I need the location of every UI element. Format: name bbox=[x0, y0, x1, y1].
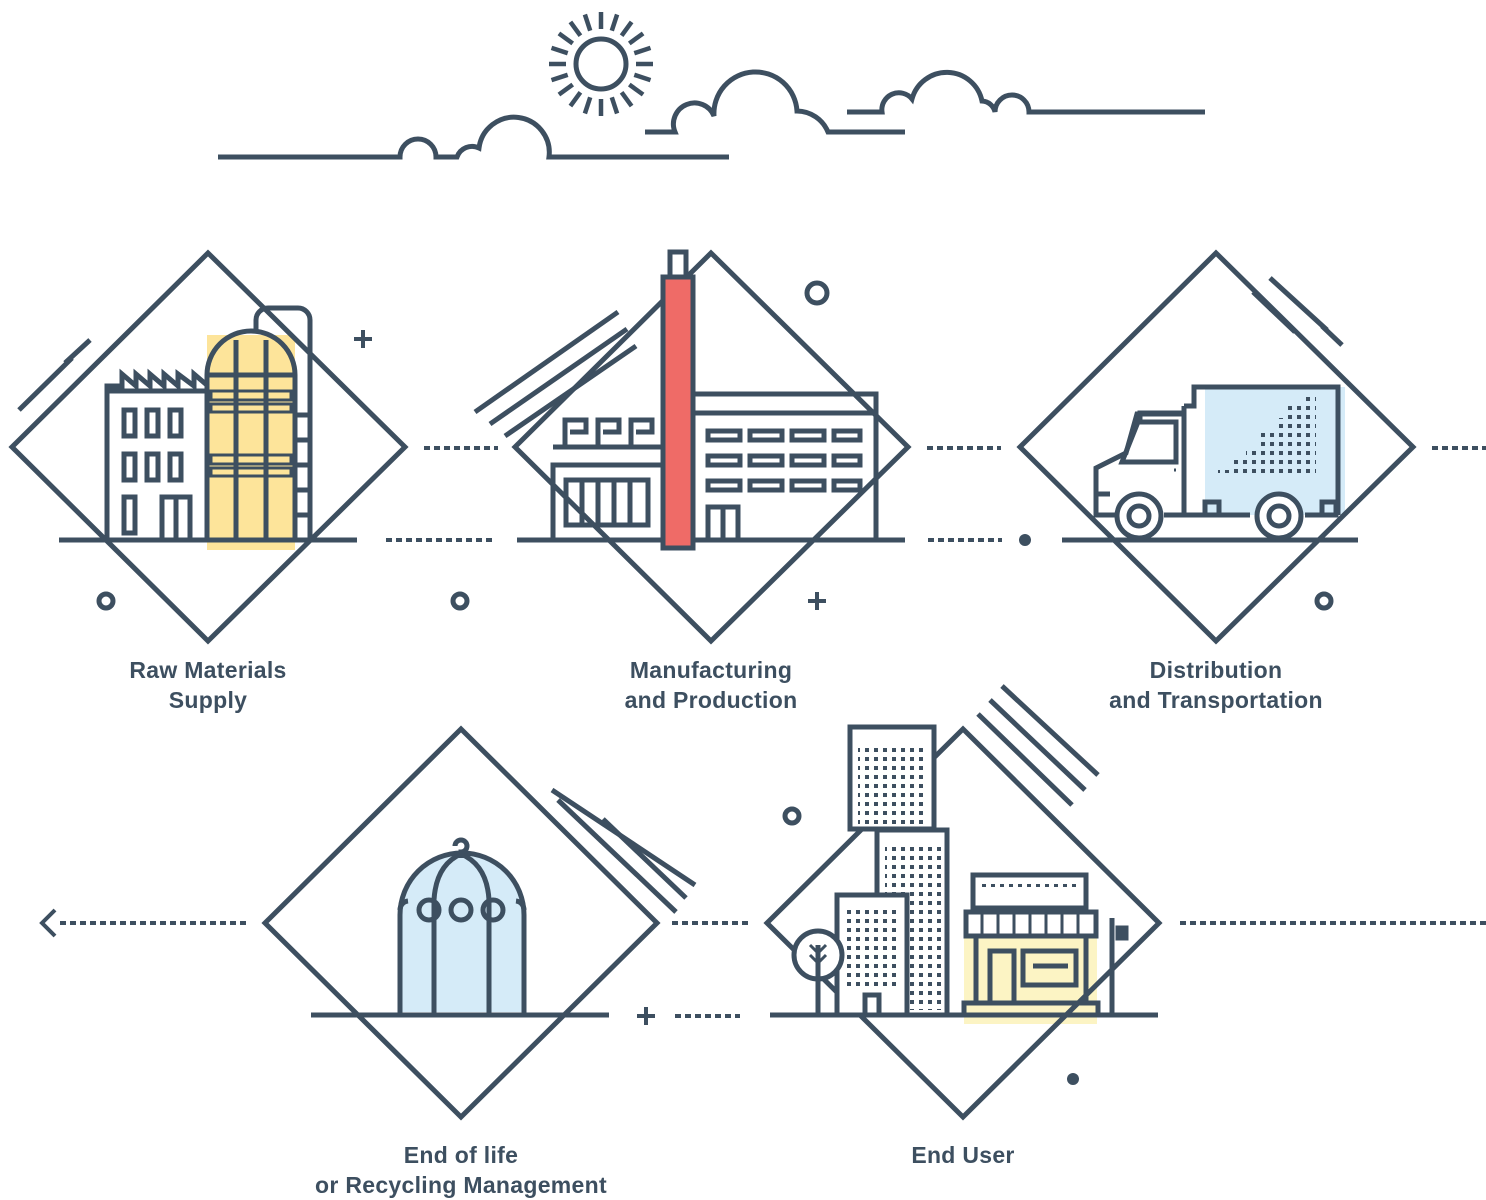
ring-decoration bbox=[450, 591, 470, 611]
recycling-dome-icon bbox=[397, 837, 527, 1015]
stage-label-manufacturing: Manufacturing and Production bbox=[531, 655, 891, 715]
truck-icon bbox=[1093, 384, 1341, 541]
sun-ray bbox=[609, 13, 620, 32]
diamond-frame bbox=[261, 725, 661, 1121]
plus-decoration bbox=[354, 330, 372, 348]
plus-decoration bbox=[808, 592, 826, 610]
diamond-frame bbox=[1016, 249, 1417, 645]
ring-decoration bbox=[804, 280, 830, 306]
cloud-icon bbox=[218, 69, 1205, 160]
stage-label-line2: and Transportation bbox=[1109, 687, 1323, 713]
silo-building-icon bbox=[104, 305, 313, 543]
stage-label-line1: Raw Materials bbox=[129, 657, 287, 683]
ring-decoration bbox=[96, 591, 116, 611]
stage-label-end-user: End User bbox=[783, 1140, 1143, 1170]
sun-ray bbox=[619, 20, 634, 38]
sun-ray bbox=[568, 90, 583, 108]
diamond-frame bbox=[763, 725, 1163, 1121]
sun-ray bbox=[568, 20, 583, 38]
ring-decoration bbox=[1314, 591, 1334, 611]
stage-label-line1: Manufacturing bbox=[629, 657, 793, 683]
stage-label-line1: Distribution bbox=[1149, 657, 1283, 683]
stage-label-line2: Supply bbox=[168, 687, 248, 713]
stage-label-line1: End of life bbox=[403, 1142, 519, 1168]
stage-label-line2: and Production bbox=[624, 687, 798, 713]
dashed-connector bbox=[672, 921, 748, 1018]
sun-ray bbox=[582, 13, 593, 32]
sun-ray bbox=[633, 45, 652, 56]
plus-decoration bbox=[637, 1007, 655, 1025]
ring-decoration bbox=[782, 806, 802, 826]
sun-ray bbox=[550, 72, 569, 83]
sun-ray bbox=[627, 82, 645, 97]
sun-ray bbox=[557, 82, 575, 97]
stage-distribution bbox=[1016, 249, 1417, 645]
stage-raw-materials bbox=[8, 249, 409, 645]
sun-icon bbox=[549, 12, 653, 116]
dashed-connector bbox=[927, 446, 1002, 542]
sun-ray bbox=[619, 90, 634, 108]
stage-label-line2: or Recycling Management bbox=[315, 1172, 607, 1198]
stage-label-end-of-life: End of life or Recycling Management bbox=[281, 1140, 641, 1200]
stage-label-raw-materials: Raw Materials Supply bbox=[28, 655, 388, 715]
sun-ray bbox=[582, 96, 593, 115]
city-store-icon bbox=[791, 724, 1129, 1018]
stage-manufacturing bbox=[473, 249, 912, 645]
dot-decoration bbox=[1067, 1073, 1079, 1085]
factory-icon bbox=[550, 249, 879, 551]
sun-ray bbox=[627, 31, 645, 46]
sun-ray bbox=[557, 31, 575, 46]
dot-decoration bbox=[1019, 534, 1031, 546]
stage-end-user bbox=[763, 684, 1163, 1121]
sun-ray bbox=[550, 45, 569, 56]
dashed-connector bbox=[386, 446, 498, 542]
arrow-left-icon bbox=[39, 908, 248, 938]
diamond-frame bbox=[8, 249, 409, 645]
stage-label-line1: End User bbox=[911, 1142, 1015, 1168]
stage-end-of-life bbox=[261, 725, 697, 1121]
sun-ray bbox=[609, 96, 620, 115]
sun-ray bbox=[633, 72, 652, 83]
stage-label-distribution: Distribution and Transportation bbox=[1036, 655, 1396, 715]
